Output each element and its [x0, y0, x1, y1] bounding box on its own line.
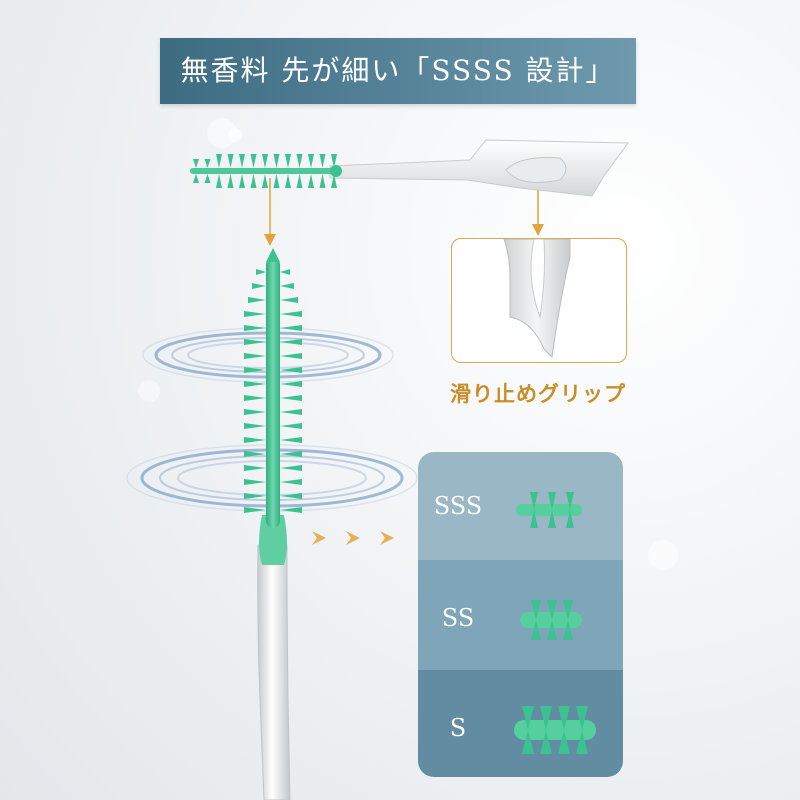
size-panel: SSS SS	[418, 452, 623, 777]
bristle	[331, 174, 337, 188]
size-label-s: S	[449, 714, 467, 742]
bristle	[319, 174, 326, 188]
bristle	[308, 154, 314, 168]
bokeh-light	[228, 128, 242, 142]
bristle	[250, 174, 257, 188]
bristle	[285, 174, 291, 188]
bristle	[280, 311, 302, 317]
bristle	[244, 465, 266, 471]
bristle	[280, 479, 302, 485]
bristle	[239, 174, 245, 188]
bristle	[216, 174, 222, 188]
bristle	[280, 353, 302, 359]
bristle	[280, 367, 302, 373]
bristle	[244, 353, 266, 359]
bristle	[227, 154, 234, 168]
bokeh-light	[648, 540, 678, 570]
bristle	[308, 174, 314, 188]
bristle	[262, 174, 268, 188]
bokeh-light	[612, 198, 646, 232]
bristle	[204, 159, 211, 168]
bristle	[244, 395, 266, 401]
bristle	[193, 174, 199, 183]
brush-tip-sss	[516, 492, 582, 528]
bristle	[244, 423, 266, 429]
bristle	[280, 283, 294, 289]
bristle	[227, 174, 234, 188]
bokeh-light	[138, 380, 160, 402]
bristle	[280, 409, 302, 415]
bristle	[296, 174, 303, 188]
bristle	[244, 311, 266, 317]
bristle	[280, 423, 302, 429]
bristle	[296, 154, 303, 168]
brush-tip-ss	[520, 600, 582, 640]
size-label-ss: SS	[441, 604, 475, 632]
brush-tip-s	[514, 706, 596, 754]
title-text: 無香料 先が細い「SSSS 設計」	[180, 54, 616, 87]
bristle	[244, 367, 266, 373]
bristle	[280, 381, 302, 387]
bristle	[244, 325, 266, 331]
bristle	[216, 154, 222, 168]
bristle	[244, 381, 266, 387]
bristle	[244, 451, 266, 457]
bristle	[280, 395, 302, 401]
bristle	[244, 493, 266, 499]
bristle-tip	[330, 165, 342, 177]
bristle	[252, 283, 266, 289]
bristle	[319, 154, 326, 168]
bristle	[244, 339, 266, 345]
bristle-tip	[266, 248, 280, 262]
bristle	[250, 154, 257, 168]
bristle	[244, 409, 266, 415]
bristle	[273, 154, 280, 168]
bristle	[280, 339, 302, 345]
bristle	[244, 507, 266, 513]
size-label-sss: SSS	[433, 492, 483, 520]
bristle	[244, 437, 266, 443]
bristle	[193, 159, 199, 168]
grip-closeup	[503, 239, 571, 359]
grip-label: 滑り止めグリップ	[450, 381, 626, 406]
bristle	[280, 465, 302, 471]
bristle	[331, 154, 337, 168]
bristle	[262, 154, 268, 168]
bristle	[285, 154, 291, 168]
bristle	[280, 451, 302, 457]
bristle	[280, 325, 302, 331]
bristle	[239, 154, 245, 168]
bristle	[280, 493, 302, 499]
bristle	[256, 269, 266, 275]
bristle	[280, 437, 302, 443]
title-banner: 無香料 先が細い「SSSS 設計」	[160, 38, 636, 104]
bristle	[204, 174, 211, 183]
bristle	[280, 269, 290, 275]
bristle	[244, 479, 266, 485]
size-row-ss: SS	[418, 560, 623, 670]
size-row-s: S	[418, 670, 623, 777]
bristle	[273, 174, 280, 188]
bristle	[280, 507, 302, 513]
bristle	[248, 297, 266, 303]
grip-detail-box	[451, 238, 627, 363]
size-row-sss: SSS	[418, 452, 623, 560]
bristle	[280, 297, 298, 303]
